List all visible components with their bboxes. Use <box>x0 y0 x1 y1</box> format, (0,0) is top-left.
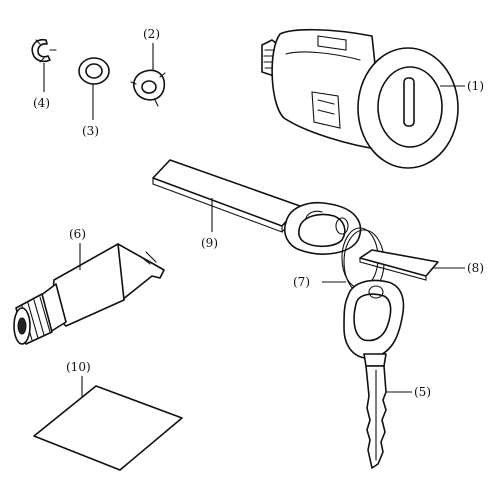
callout-3: (3) <box>82 124 99 138</box>
key-tag-strip-part <box>152 159 301 233</box>
callout-4: (4) <box>33 96 50 110</box>
callout-10: (10) <box>66 360 91 374</box>
key-part <box>343 279 405 469</box>
callout-8: (8) <box>467 261 484 275</box>
tag-part <box>359 249 439 281</box>
callout-5: (5) <box>414 385 431 399</box>
callout-9: (9) <box>201 236 218 250</box>
retaining-ring-part <box>130 69 166 107</box>
grease-tube-part <box>13 243 165 345</box>
callout-7: (7) <box>293 275 310 289</box>
callout-2: (2) <box>143 27 160 41</box>
cloth-sheet-part <box>33 385 183 471</box>
washer-part <box>78 57 110 85</box>
lock-cylinder-part <box>261 28 459 169</box>
e-clip-part <box>31 38 57 63</box>
callout-1: (1) <box>467 79 484 93</box>
callout-6: (6) <box>69 227 86 241</box>
